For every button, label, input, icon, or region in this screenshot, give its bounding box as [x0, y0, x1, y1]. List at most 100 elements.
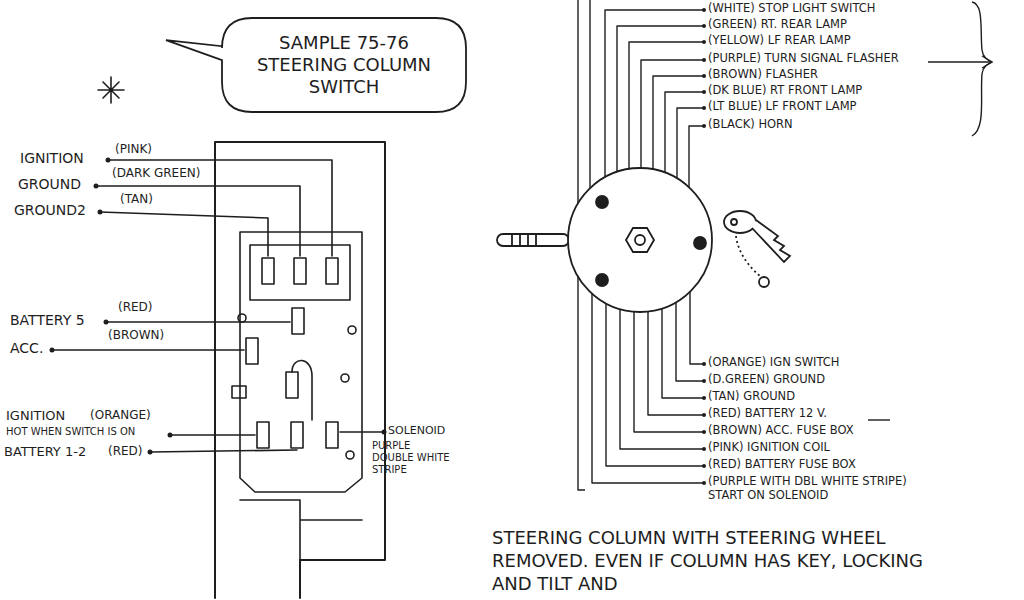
- wire-color: (PINK): [115, 142, 152, 156]
- switch-terminal: [257, 422, 269, 448]
- switch-terminal: [326, 258, 338, 284]
- screw: [341, 374, 349, 382]
- wire-label: (LT BLUE) LF FRONT LAMP: [708, 100, 857, 114]
- wire-label: (BLACK) HORN: [708, 118, 793, 132]
- wire-dot: [702, 464, 706, 468]
- wire-dot: [382, 430, 387, 435]
- dash-mark: [868, 419, 890, 420]
- wire-color: (ORANGE): [90, 408, 151, 422]
- bubble-shape: [166, 18, 466, 112]
- terminal-name: BATTERY 5: [10, 312, 85, 329]
- note: HOT WHEN SWITCH IS ON: [6, 426, 135, 438]
- wire-dot: [702, 106, 706, 110]
- center-nut: [626, 228, 654, 252]
- bubble-text: SAMPLE 75-76 STEERING COLUMN SWITCH: [222, 18, 466, 112]
- switch-tab: [232, 386, 246, 398]
- wire-label: (PURPLE) TURN SIGNAL FLASHER: [708, 52, 899, 66]
- key-hole: [731, 219, 737, 225]
- shaft-splines: [512, 234, 536, 246]
- terminal-name: GROUND: [18, 176, 81, 193]
- wire-dot: [104, 320, 109, 325]
- wire-dot: [702, 40, 706, 44]
- wire-dot: [94, 184, 99, 189]
- wire-label: (YELLOW) LF REAR LAMP: [708, 34, 851, 48]
- switch-terminal: [294, 258, 306, 284]
- terminal-name: SOLENOID: [388, 424, 445, 437]
- leader-line: [100, 212, 268, 256]
- wire-color: (DARK GREEN): [112, 166, 200, 180]
- wire-label: (PURPLE WITH DBL WHITE STRIPE) START ON …: [708, 475, 943, 503]
- center-bore: [635, 235, 645, 245]
- wire-label: (PINK) IGNITION COIL: [708, 441, 830, 455]
- terminal-name: ACC.: [10, 340, 43, 357]
- wire-dot: [702, 124, 706, 128]
- leader-line: [106, 321, 290, 323]
- wire-color: (BROWN): [108, 328, 164, 342]
- wire-color: (TAN): [120, 192, 153, 206]
- wire-label: (DK BLUE) RT FRONT LAMP: [708, 84, 862, 98]
- arrow-head: [982, 56, 992, 68]
- leader-line: [52, 349, 244, 351]
- wire-dot: [50, 348, 55, 353]
- wire-label: (TAN) GROUND: [708, 390, 795, 404]
- wire-dot: [148, 450, 153, 455]
- bracket: [972, 2, 992, 136]
- key-blade: [752, 220, 790, 262]
- wire-label: (BROWN) FLASHER: [708, 68, 818, 82]
- wire-label: (ORANGE) IGN SWITCH: [708, 356, 840, 370]
- screw: [348, 326, 356, 334]
- mount-hole: [694, 237, 706, 249]
- wire-color: PURPLE DOUBLE WHITE STRIPE: [372, 440, 452, 476]
- wire-dot: [702, 447, 706, 451]
- steering-shaft: [497, 234, 569, 246]
- wire-dot: [702, 413, 706, 417]
- leader-line: [96, 186, 300, 256]
- screw: [346, 451, 354, 459]
- switch-plate: [240, 232, 362, 492]
- jumper-wire: [292, 360, 312, 420]
- mount-hole: [596, 274, 608, 286]
- key-head: [724, 211, 756, 233]
- wire-dot: [702, 90, 706, 94]
- wire-dot: [106, 158, 111, 163]
- speech-bubble: SAMPLE 75-76 STEERING COLUMN SWITCH: [222, 18, 466, 112]
- wire-dot: [702, 481, 706, 485]
- leader-line: [340, 431, 384, 433]
- terminal-name: GROUND2: [14, 202, 86, 219]
- switch-terminal: [262, 258, 274, 284]
- wire-color: (RED): [108, 444, 143, 458]
- wire-dot: [702, 379, 706, 383]
- wire-dot: [702, 74, 706, 78]
- switch-terminal: [292, 308, 304, 334]
- wire-dot: [702, 362, 706, 366]
- switch-terminal: [291, 422, 303, 448]
- wire-label: (RED) BATTERY FUSE BOX: [708, 458, 856, 472]
- wire-dot: [702, 396, 706, 400]
- wire-label: (BROWN) ACC. FUSE BOX: [708, 424, 854, 438]
- mount-hole: [596, 196, 608, 208]
- switch-terminal: [286, 372, 298, 398]
- terminal-name: IGNITION: [6, 408, 65, 424]
- wire-label: (RED) BATTERY 12 V.: [708, 407, 827, 421]
- leader-line: [108, 160, 332, 256]
- key-chain: [736, 236, 760, 276]
- housing-step: [240, 500, 362, 560]
- switch-terminal: [326, 422, 338, 448]
- sparkle-star: [98, 77, 124, 103]
- leader-line: [150, 450, 297, 452]
- wire-dot: [702, 58, 706, 62]
- wire-color: (RED): [118, 300, 153, 314]
- wire-dot: [98, 210, 103, 215]
- wire-dot: [702, 430, 706, 434]
- wire-dot: [702, 8, 706, 12]
- leader-line: [170, 434, 255, 436]
- screw: [238, 314, 246, 322]
- wire-label: (WHITE) STOP LIGHT SWITCH: [708, 2, 875, 16]
- wire-label: (GREEN) RT. REAR LAMP: [708, 18, 847, 32]
- switch-terminal: [246, 338, 258, 364]
- column-disc: [568, 168, 712, 312]
- wire-label: (D.GREEN) GROUND: [708, 373, 825, 387]
